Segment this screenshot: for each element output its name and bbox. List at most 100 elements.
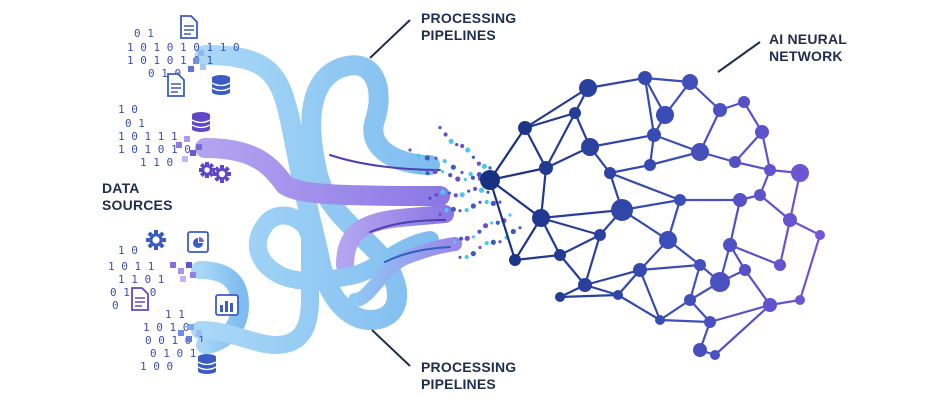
pixel-square — [186, 336, 192, 342]
data-particle — [438, 126, 442, 130]
label-line: PROCESSING — [421, 10, 517, 26]
label-line: AI NEURAL — [769, 31, 848, 47]
data-particle — [471, 155, 475, 159]
data-particle — [455, 176, 461, 182]
data-particle — [448, 173, 453, 178]
data-particle — [434, 192, 439, 198]
pixel-square — [200, 64, 206, 70]
leader-line-ai-network — [717, 41, 761, 73]
network-edge — [584, 268, 641, 287]
network-node — [604, 167, 616, 179]
network-edge — [778, 219, 792, 266]
network-edge — [609, 163, 651, 175]
network-node — [764, 164, 776, 176]
processing-pipelines-label-top: PROCESSING PIPELINES — [421, 10, 516, 44]
network-edge — [489, 179, 542, 219]
network-edge — [583, 234, 602, 286]
network-node — [647, 128, 661, 142]
network-edge — [659, 318, 711, 324]
data-particle — [476, 161, 481, 166]
network-edge — [617, 294, 661, 321]
network-edge — [540, 216, 601, 237]
data-particle — [459, 236, 464, 241]
data-particle — [478, 200, 482, 204]
data-particle — [416, 153, 421, 158]
network-node — [704, 316, 716, 328]
network-edge — [744, 269, 771, 306]
pipelines — [191, 45, 462, 355]
data-particle — [464, 254, 469, 260]
network-node — [795, 295, 805, 305]
data-particle — [482, 223, 489, 229]
network-node — [659, 231, 677, 249]
bar-chart-icon — [215, 294, 239, 316]
network-node — [682, 74, 698, 90]
network-node — [738, 96, 750, 108]
data-particle — [418, 170, 422, 174]
data-particle — [450, 206, 456, 212]
network-edge — [524, 127, 547, 169]
binary-row: 1 0 — [118, 244, 138, 257]
pixel-square — [193, 58, 199, 64]
data-particle — [460, 170, 464, 175]
network-node — [693, 343, 707, 357]
binary-row: 1 0 1 0 1 0 1 1 0 — [127, 41, 240, 54]
data-particle — [453, 193, 458, 198]
network-node — [518, 121, 532, 135]
network-edge — [514, 253, 561, 262]
pixel-square — [188, 66, 194, 72]
network-node — [674, 194, 686, 206]
data-particle — [498, 240, 502, 244]
binary-row: 1 0 1 0 1 0 — [118, 143, 191, 156]
network-edge — [488, 179, 517, 261]
data-particle — [434, 156, 438, 160]
data-particle — [470, 203, 476, 209]
pixel-squares — [170, 50, 206, 348]
leader-line-pipelines-bottom — [371, 329, 411, 367]
data-particle — [453, 240, 457, 244]
network-node — [633, 263, 647, 277]
network-node — [763, 298, 777, 312]
binary-row: 1 0 — [118, 103, 138, 116]
binary-row: 1 1 0 1 — [118, 273, 164, 286]
binary-row: 0 1 0 1 — [150, 347, 196, 360]
data-particle — [458, 209, 462, 213]
pixel-square — [198, 342, 204, 348]
binary-row: 1 1 — [165, 308, 185, 321]
data-particle — [481, 163, 488, 169]
pixel-square — [190, 150, 196, 156]
network-node — [578, 278, 592, 292]
network-edge — [659, 299, 691, 321]
pie-chart-icon — [187, 231, 209, 253]
data-particle — [486, 190, 490, 194]
network-node — [733, 193, 747, 207]
data-particle — [471, 235, 475, 239]
binary-row: 0 1 — [134, 27, 154, 40]
network-node — [783, 213, 797, 227]
data-particle — [425, 171, 430, 176]
network-node — [611, 199, 633, 221]
leader-line-pipelines-top — [369, 19, 411, 59]
network-node — [691, 143, 709, 161]
data-particle — [464, 235, 470, 241]
label-line: NETWORK — [769, 48, 843, 64]
network-node — [579, 79, 597, 97]
network-edge — [728, 199, 742, 246]
network-node — [791, 164, 809, 182]
pixel-square — [170, 262, 176, 268]
binary-row: 0 1 — [125, 117, 145, 130]
data-particle — [470, 251, 476, 257]
data-particle — [468, 172, 473, 177]
data-particle — [442, 159, 447, 164]
data-particle — [424, 155, 430, 161]
pipeline-4 — [191, 261, 250, 354]
data-particle — [460, 143, 465, 149]
gear-icon — [213, 165, 231, 184]
network-edge — [609, 171, 681, 202]
network-edge — [545, 112, 576, 169]
gear-icon — [199, 162, 215, 179]
network-node — [729, 156, 741, 168]
network-edge — [714, 304, 771, 356]
data-particle — [467, 189, 471, 193]
pixel-square — [196, 144, 202, 150]
